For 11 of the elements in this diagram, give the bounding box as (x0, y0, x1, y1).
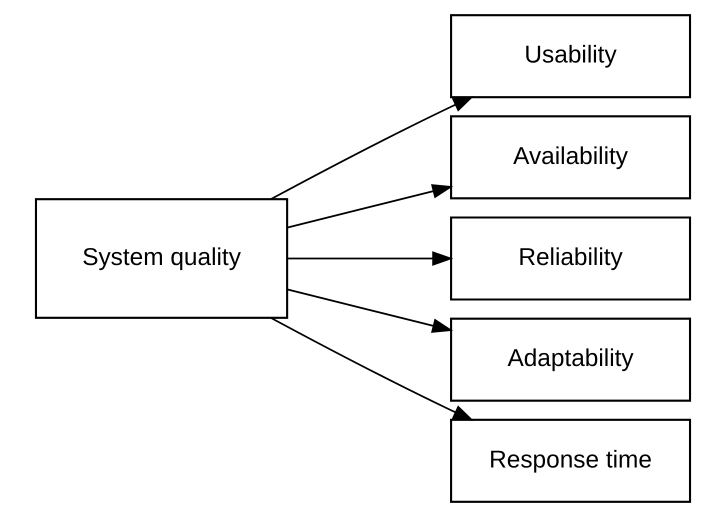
node-box: Reliability (450, 216, 692, 301)
node-box: Adaptability (450, 318, 692, 402)
node-box: Response time (450, 418, 692, 503)
node-box: Availability (450, 115, 692, 200)
arrow (287, 251, 454, 266)
arrow (270, 96, 474, 200)
node-box: System quality (34, 198, 288, 319)
arrow (286, 288, 454, 333)
arrow (270, 317, 474, 421)
node-box: Usability (450, 14, 692, 98)
arrow (286, 184, 454, 228)
